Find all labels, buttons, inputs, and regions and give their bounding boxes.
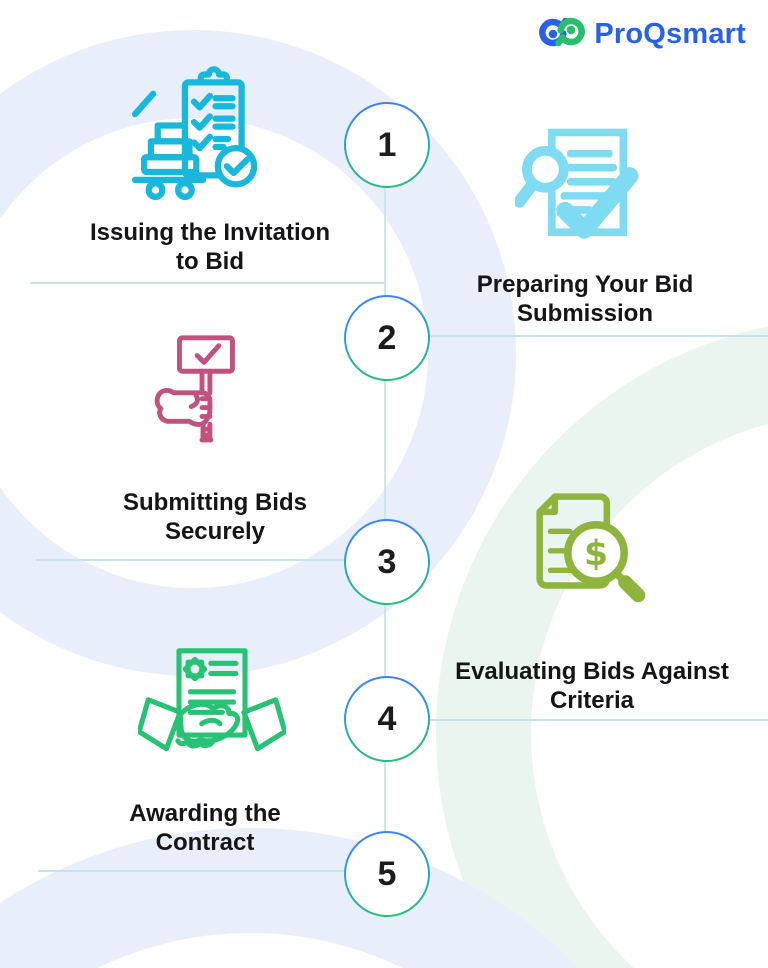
step-title-line: Contract — [155, 829, 255, 857]
step-title-3: Submitting Bids Securely — [55, 488, 375, 547]
step-title-line: Criteria — [549, 687, 635, 715]
connector-line-step-4 — [426, 719, 768, 721]
step-title-line: Evaluating Bids Against — [455, 658, 729, 685]
brand-name: ProQsmart — [594, 18, 746, 50]
connector-line-step-5 — [38, 870, 344, 872]
brand-logo[interactable]: ProQsmart — [539, 12, 746, 57]
step-number: 2 — [377, 318, 397, 357]
step-title-4: Evaluating Bids Against Criteria — [427, 657, 757, 716]
step-title-line: to Bid — [176, 248, 244, 276]
document-magnifier-check-icon — [515, 126, 645, 256]
step-circle-1: 1 — [344, 102, 430, 188]
svg-text:$: $ — [584, 534, 608, 574]
step-circle-5: 5 — [344, 831, 430, 917]
step-title-line: Preparing Your Bid — [476, 271, 694, 298]
connector-line-step-3 — [36, 559, 344, 561]
step-title-line: Submission — [516, 300, 654, 328]
step-circle-3: 3 — [344, 519, 430, 605]
step-circle-4: 4 — [344, 676, 430, 762]
step-title-line: Submitting Bids — [123, 489, 307, 516]
step-number: 4 — [377, 699, 397, 738]
step-title-line: Issuing the Invitation — [89, 219, 330, 246]
step-number: 5 — [377, 854, 397, 893]
step-title-2: Preparing Your Bid Submission — [425, 270, 745, 329]
hand-truck-checklist-icon — [126, 62, 262, 200]
step-title-line: Awarding the — [129, 800, 281, 827]
step-title-5: Awarding the Contract — [45, 799, 365, 858]
connector-line-step-1 — [30, 282, 385, 284]
step-circle-2: 2 — [344, 295, 430, 381]
contract-handshake-icon — [138, 644, 286, 778]
document-dollar-magnifier-icon: $ — [518, 488, 648, 618]
timeline-vertical-line — [384, 143, 386, 872]
proqsmart-logo-icon — [539, 12, 586, 57]
step-number: 1 — [377, 125, 397, 164]
step-number: 3 — [377, 542, 397, 581]
step-title-1: Issuing the Invitation to Bid — [50, 218, 370, 277]
hand-held-sign-check-icon — [150, 330, 258, 450]
step-title-line: Securely — [164, 518, 266, 546]
connector-line-step-2 — [426, 335, 768, 337]
